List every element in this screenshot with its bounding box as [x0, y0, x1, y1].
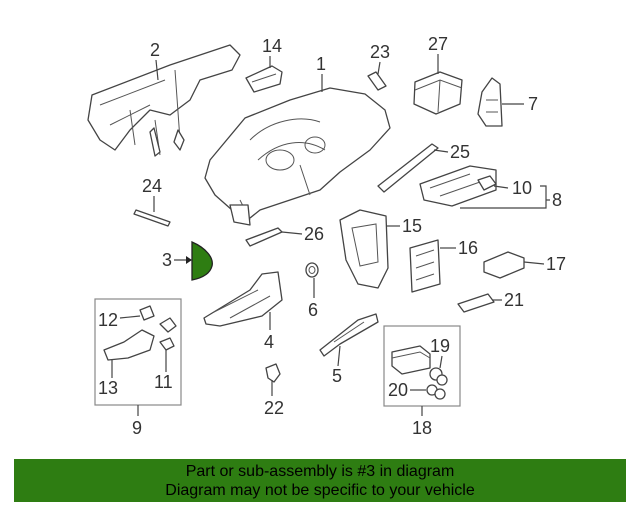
part-19[interactable]	[429, 367, 448, 386]
part-13[interactable]	[103, 329, 155, 361]
callout-21: 21	[504, 290, 524, 310]
part-17[interactable]	[483, 251, 525, 279]
part-10[interactable]	[477, 175, 497, 191]
part-24[interactable]	[133, 209, 171, 227]
callout-9: 9	[132, 418, 142, 438]
callout-25: 25	[450, 142, 470, 162]
callout-27: 27	[428, 34, 448, 54]
part-21[interactable]	[457, 293, 495, 313]
part-18-unit[interactable]	[391, 345, 431, 375]
part-23[interactable]	[367, 71, 387, 91]
callout-1: 1	[316, 54, 326, 74]
part-15[interactable]	[339, 209, 389, 289]
banner-line-1: Part or sub-assembly is #3 in diagram	[185, 463, 455, 480]
callout-11: 11	[154, 372, 173, 392]
callout-6: 6	[308, 300, 318, 320]
callout-5: 5	[332, 366, 342, 386]
part-20[interactable]	[426, 384, 446, 400]
callout-23: 23	[370, 42, 390, 62]
part-26[interactable]	[245, 227, 283, 247]
part-4[interactable]	[203, 271, 283, 327]
part-25[interactable]	[377, 143, 439, 193]
part-1-instrument-panel[interactable]	[204, 87, 391, 226]
callout-19: 19	[430, 336, 450, 356]
part-8[interactable]	[419, 165, 497, 207]
callout-17: 17	[546, 254, 566, 274]
callout-24: 24	[142, 176, 162, 196]
part-14[interactable]	[245, 65, 283, 93]
part-6[interactable]	[305, 262, 319, 278]
callout-13: 13	[98, 378, 118, 398]
callout-15: 15	[402, 216, 422, 236]
callout-10: 10	[512, 178, 532, 198]
part-22[interactable]	[265, 363, 281, 383]
part-2-crosscar-beam[interactable]	[87, 44, 241, 157]
part-5[interactable]	[319, 313, 379, 357]
callout-7: 7	[528, 94, 538, 114]
callout-22: 22	[264, 398, 284, 418]
callout-20: 20	[388, 380, 408, 400]
part-12[interactable]	[139, 305, 155, 321]
callout-4: 4	[264, 332, 274, 352]
callout-8: 8	[552, 190, 562, 210]
parts-diagram: 2 14 1 23 27 7 25	[87, 34, 566, 438]
part-16[interactable]	[409, 239, 441, 293]
info-banner: Part or sub-assembly is #3 in diagram Di…	[14, 459, 626, 502]
part-27[interactable]	[413, 71, 463, 115]
callout-2: 2	[150, 40, 160, 60]
banner-line-2: Diagram may not be specific to your vehi…	[165, 482, 475, 499]
part-3-highlighted[interactable]	[191, 241, 213, 281]
callout-16: 16	[458, 238, 478, 258]
callout-12: 12	[98, 310, 118, 330]
callout-14: 14	[262, 36, 282, 56]
callout-26: 26	[304, 224, 324, 244]
callout-18: 18	[412, 418, 432, 438]
part-7[interactable]	[477, 77, 503, 127]
callout-3: 3	[162, 250, 172, 270]
part-11[interactable]	[159, 317, 177, 351]
